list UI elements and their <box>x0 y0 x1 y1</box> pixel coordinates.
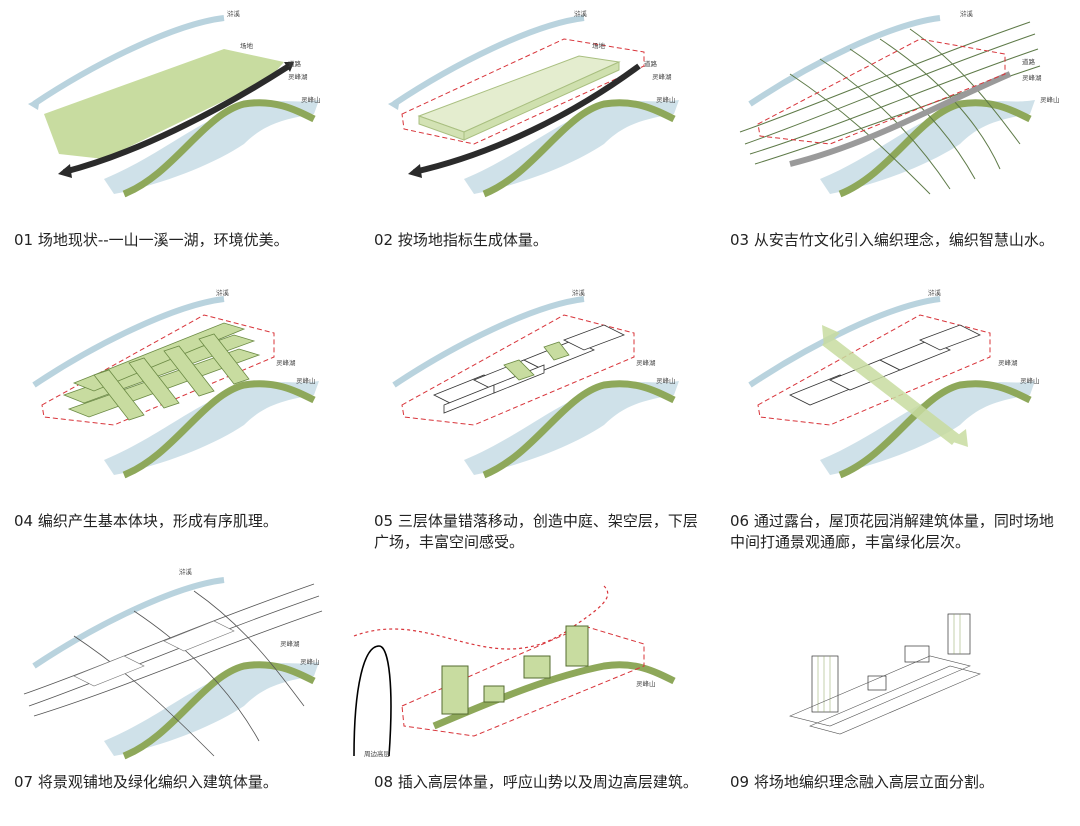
caption-04: 04 编织产生基本体块，形成有序肌理。 <box>14 512 278 530</box>
mountain-line <box>122 99 316 198</box>
panel-09-illustration <box>789 613 981 735</box>
diagram-panel-07: 浒溪 灵峰湖 灵峰山 07 将景观铺地及绿化编织入建筑体量。 <box>14 566 354 826</box>
label-road: 道路 <box>288 59 302 68</box>
label-lake: 灵峰山 <box>636 679 656 688</box>
caption-01: 01 场地现状--一山一溪一湖，环境优美。 <box>14 231 289 249</box>
creek-arrowhead <box>28 98 40 110</box>
diagram-panel-01: 浒溪 场地 道路 灵峰湖 灵峰山 01 场地现状--一山一溪一湖，环境优美。 <box>14 4 354 264</box>
diagram-panel-04: 浒溪 灵峰湖 灵峰山 04 编织产生基本体块，形成有序肌理。 <box>14 285 354 545</box>
label-mountain: 灵峰山 <box>656 95 676 104</box>
label-creek: 浒溪 <box>572 288 586 297</box>
caption-07: 07 将景观铺地及绿化编织入建筑体量。 <box>14 773 278 791</box>
diagram-panel-03: 浒溪 道路 灵峰湖 灵峰山 03 从安吉竹文化引入编织理念，编织智慧山水。 <box>730 4 1070 264</box>
label-creek: 浒溪 <box>227 9 241 18</box>
label-mountain: 灵峰山 <box>1020 376 1040 385</box>
label-creek: 浒溪 <box>574 9 588 18</box>
caption-05: 05 三层体量错落移动，创造中庭、架空层，下层广场，丰富空间感受。 <box>374 512 698 551</box>
diagram-panel-08: 灵峰山 周边高层 08 插入高层体量，呼应山势以及周边高层建筑。 <box>353 566 714 826</box>
weave-blocks <box>62 322 261 421</box>
weave-lines <box>739 21 1041 195</box>
label-lake: 灵峰湖 <box>280 639 300 648</box>
label-creek: 浒溪 <box>179 567 193 576</box>
panel-03-illustration: 浒溪 道路 灵峰湖 灵峰山 <box>739 9 1060 198</box>
label-creek: 浒溪 <box>928 288 942 297</box>
label-mountain: 灵峰山 <box>301 95 321 104</box>
label-lake: 灵峰湖 <box>998 358 1018 367</box>
label-mountain: 灵峰山 <box>1040 95 1060 104</box>
panel-04-illustration: 浒溪 灵峰湖 灵峰山 <box>32 288 319 479</box>
diagram-panel-05: 浒溪 灵峰湖 灵峰山 05 三层体量错落移动，创造中庭、架空层，下层广场，丰富空… <box>374 285 714 551</box>
label-site: 场地 <box>592 41 606 50</box>
label-lake: 灵峰湖 <box>636 358 656 367</box>
label-surround: 周边高层 <box>364 749 391 758</box>
label-mountain: 灵峰山 <box>300 657 320 666</box>
label-creek: 浒溪 <box>960 9 974 18</box>
diagram-panel-06: 浒溪 灵峰湖 灵峰山 06 通过露台，屋顶花园消解建筑体量，同时场地中间打通景观… <box>730 285 1070 551</box>
label-mountain: 灵峰山 <box>656 376 676 385</box>
panel-08-illustration: 灵峰山 周边高层 <box>353 585 676 758</box>
panel-07-illustration: 浒溪 灵峰湖 灵峰山 <box>23 567 323 760</box>
label-road: 道路 <box>644 59 658 68</box>
landscape-corridor <box>822 325 968 447</box>
label-lake: 灵峰湖 <box>276 358 296 367</box>
surrounding-tower-outline <box>353 645 392 757</box>
diagram-panel-02: 浒溪 场地 道路 灵峰湖 灵峰山 02 按场地指标生成体量。 <box>374 4 714 264</box>
panel-02-illustration: 浒溪 场地 道路 灵峰湖 灵峰山 <box>388 9 679 198</box>
label-road: 道路 <box>1022 57 1036 66</box>
panel-01-illustration: 浒溪 场地 道路 灵峰湖 灵峰山 <box>28 9 321 198</box>
caption-03: 03 从安吉竹文化引入编织理念，编织智慧山水。 <box>730 231 1054 249</box>
label-lake: 灵峰湖 <box>288 72 308 81</box>
panel-05-illustration: 浒溪 灵峰湖 灵峰山 <box>392 288 679 479</box>
caption-09: 09 将场地编织理念融入高层立面分割。 <box>730 773 994 791</box>
creek-arrow <box>32 15 225 107</box>
diagram-panel-09: 09 将场地编织理念融入高层立面分割。 <box>730 566 1070 826</box>
site-area <box>44 49 284 159</box>
caption-06: 06 通过露台，屋顶花园消解建筑体量，同时场地中间打通景观通廊，丰富绿化层次。 <box>730 512 1054 551</box>
caption-08: 08 插入高层体量，呼应山势以及周边高层建筑。 <box>374 773 698 791</box>
panel-06-illustration: 浒溪 灵峰湖 灵峰山 <box>748 288 1040 479</box>
label-creek: 浒溪 <box>216 288 230 297</box>
caption-02: 02 按场地指标生成体量。 <box>374 231 548 249</box>
label-lake: 灵峰湖 <box>652 72 672 81</box>
label-site: 场地 <box>240 41 254 50</box>
label-mountain: 灵峰山 <box>296 376 316 385</box>
road-arrow <box>63 63 291 175</box>
label-lake: 灵峰湖 <box>1022 73 1042 82</box>
